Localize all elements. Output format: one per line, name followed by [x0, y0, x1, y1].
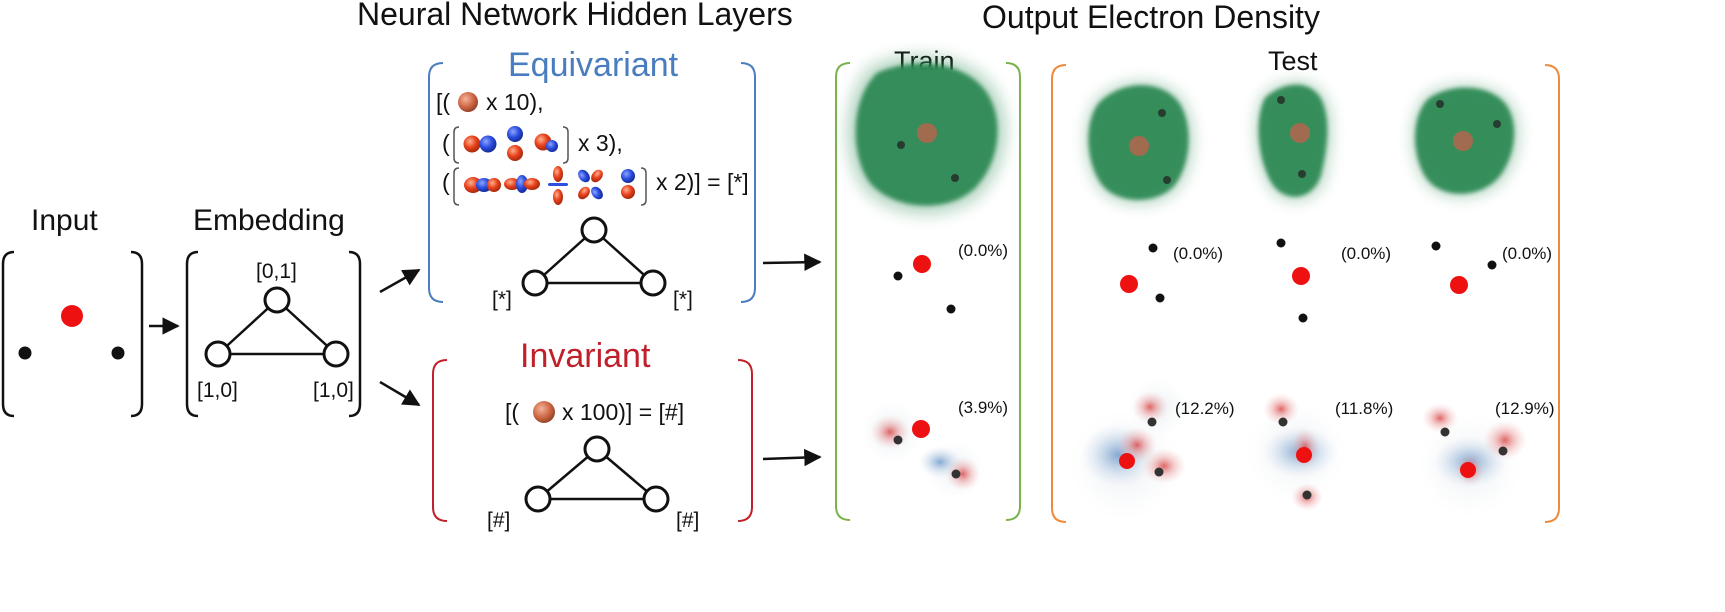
train-equivariant-error: (0.0%) [958, 241, 1008, 260]
train-invariant-density [860, 400, 985, 500]
test-bracket [1051, 64, 1560, 523]
train-equivariant-molecule [893, 255, 956, 314]
invariant-formula-open: [( [505, 399, 519, 425]
arrow-to-invariant [379, 380, 421, 407]
invariant-node-right-label: [#] [676, 509, 699, 532]
embedding-node-left [204, 340, 232, 368]
train-density [847, 55, 1006, 214]
test-density-3 [1411, 83, 1520, 199]
invariant-title: Invariant [520, 337, 651, 375]
embedding-label-right: [1,0] [313, 379, 354, 402]
embedding-graph [204, 286, 350, 368]
invariant-formula-close: x 100)] = [#] [562, 399, 684, 425]
test-equivariant-molecule-3 [1431, 241, 1497, 294]
s-orbital-icon [458, 92, 478, 112]
embedding-title: Embedding [193, 204, 345, 237]
embedding-label-left: [1,0] [197, 379, 238, 402]
equivariant-node-right-label: [*] [673, 288, 693, 311]
invariant-bracket [432, 359, 753, 522]
test-equivariant-error-1: (0.0%) [1173, 244, 1223, 263]
equivariant-line1-open: [( [436, 89, 450, 115]
equivariant-bracket [428, 62, 756, 303]
test-equivariant-error-2: (0.0%) [1341, 244, 1391, 263]
embedding-bracket [185, 250, 362, 418]
output-density-heading: Output Electron Density [982, 0, 1320, 35]
test-invariant-density-1 [1070, 378, 1188, 520]
arrow-to-equivariant [379, 268, 421, 294]
equivariant-line2-open: ( [442, 130, 450, 156]
equivariant-line3-close: x 2)] = [*] [656, 169, 749, 195]
embedding-node-right [322, 340, 350, 368]
equivariant-line3-open: ( [442, 169, 450, 195]
invariant-graph [524, 435, 670, 513]
test-title: Test [1268, 46, 1318, 76]
p-orbitals-icon [453, 126, 569, 164]
test-density-2 [1254, 80, 1333, 202]
test-invariant-error-2: (11.8%) [1335, 399, 1393, 418]
test-equivariant-error-3: (0.0%) [1502, 244, 1552, 263]
test-invariant-density-2 [1246, 393, 1346, 511]
equivariant-line2-close: x 3), [578, 130, 623, 156]
test-invariant-error-1: (12.2%) [1175, 399, 1235, 418]
hydrogen-atom-right [111, 346, 125, 360]
input-bracket [1, 250, 144, 418]
d-orbitals-icon [453, 166, 647, 206]
train-invariant-error: (3.9%) [958, 398, 1008, 417]
equivariant-node-left-label: [*] [492, 288, 512, 311]
test-invariant-density-3 [1418, 403, 1527, 517]
hidden-layers-heading: Neural Network Hidden Layers [357, 0, 793, 32]
arrow-invariant-to-output [762, 448, 822, 467]
test-invariant-error-3: (12.9%) [1495, 399, 1555, 418]
scalar-sphere-icon [533, 401, 555, 423]
test-equivariant-molecule-2 [1276, 238, 1310, 323]
invariant-node-left-label: [#] [487, 509, 510, 532]
test-density-1 [1084, 80, 1195, 206]
oxygen-atom [61, 305, 83, 327]
equivariant-graph [521, 216, 667, 297]
hydrogen-atom-left [18, 346, 32, 360]
arrow-equivariant-to-output [762, 253, 822, 272]
equivariant-line1-close: x 10), [486, 89, 544, 115]
test-equivariant-molecule-1 [1120, 243, 1165, 303]
embedding-node-top [263, 286, 291, 314]
train-bracket [835, 62, 1021, 521]
input-title: Input [31, 204, 98, 237]
equivariant-title: Equivariant [508, 46, 679, 84]
embedding-label-top: [0,1] [256, 260, 297, 283]
